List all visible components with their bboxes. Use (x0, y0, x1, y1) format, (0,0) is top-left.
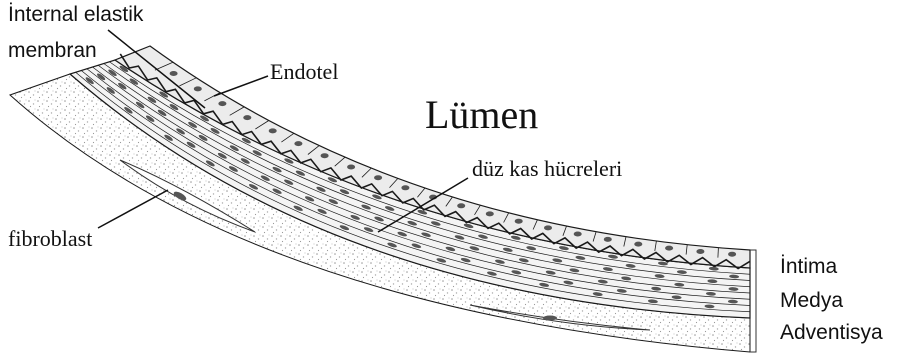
endothelial-nucleus (457, 203, 465, 208)
endothelial-nucleus (544, 225, 552, 230)
label-smooth-muscle: düz kas hücreleri (472, 158, 622, 180)
label-fibroblast: fibroblast (8, 228, 92, 250)
label-adventitia: Adventisya (780, 322, 883, 343)
endothelial-cell-border (718, 248, 719, 258)
fibroblast-nucleus-2 (543, 316, 557, 321)
endothelial-nucleus (486, 211, 494, 216)
endothelial-nucleus (294, 141, 302, 146)
endothelial-nucleus (243, 115, 251, 120)
label-internal-elastic-line1: İnternal elastik (8, 4, 143, 25)
endothelial-nucleus (347, 165, 355, 170)
label-lumen: Lümen (425, 95, 538, 135)
endothelial-nucleus (574, 232, 582, 237)
endothelial-nucleus (634, 242, 642, 247)
label-media: Medya (780, 290, 843, 311)
endothelial-nucleus (401, 185, 409, 190)
endothelial-nucleus (604, 237, 612, 242)
label-intima: İntima (780, 256, 837, 277)
endothelial-nucleus (321, 153, 329, 158)
endothelial-nucleus (194, 86, 202, 91)
endothelial-nucleus (665, 246, 673, 251)
endothelial-nucleus (515, 219, 523, 224)
leader-endothelium (214, 76, 268, 96)
leader-fibroblast (98, 190, 168, 228)
label-internal-elastic-line2: membran (8, 40, 97, 61)
layer-bracket (750, 250, 756, 352)
endothelial-nucleus (728, 252, 736, 257)
label-endothelium: Endotel (270, 61, 338, 83)
endothelial-nucleus (269, 128, 277, 133)
endothelial-nucleus (170, 71, 178, 76)
endothelial-nucleus (218, 101, 226, 106)
endothelial-nucleus (696, 249, 704, 254)
endothelial-nucleus (374, 175, 382, 180)
